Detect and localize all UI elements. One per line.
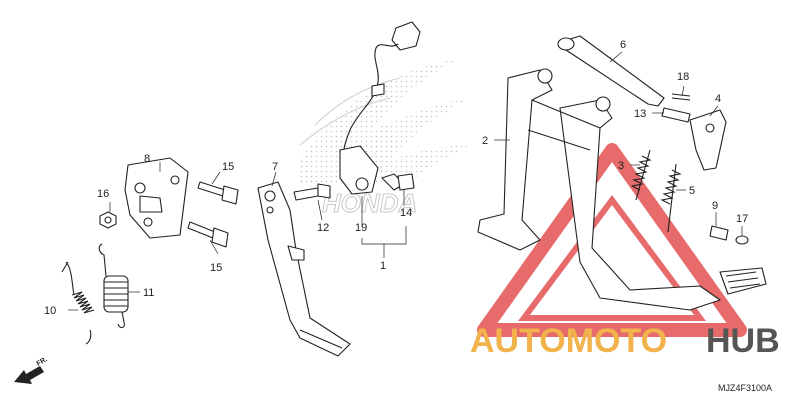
stand-pedal-part: [719, 267, 767, 295]
pivot-bolt-part: [293, 183, 331, 201]
callout-9: 9: [712, 200, 718, 212]
callout-11: 11: [143, 287, 154, 299]
watermark-text: AUTOMOTO HUB: [470, 322, 780, 360]
small-spring-part: [61, 261, 95, 345]
callout-1: 1: [380, 260, 386, 272]
spring-hook-bracket-part: [689, 109, 727, 171]
callout-13: 13: [634, 108, 646, 120]
bolt-part-lower: [187, 221, 229, 248]
main-stand-spring-outer: [660, 163, 682, 233]
callout-18: 18: [677, 71, 689, 83]
callout-5: 5: [689, 185, 695, 197]
callout-6: 6: [620, 39, 626, 51]
callout-15-lower: 15: [210, 262, 222, 274]
washer-part: [735, 235, 749, 245]
callout-14: 14: [400, 207, 412, 219]
callout-4: 4: [715, 93, 721, 105]
nut-part: [99, 211, 117, 229]
watermark-text-left: AUTOMOTO: [470, 322, 667, 360]
leader-lines: [68, 51, 743, 311]
diagram-code: MJZ4F3100A: [718, 383, 772, 393]
side-stand-switch-part: [339, 21, 421, 195]
washer-bolt-part: [709, 225, 729, 241]
bolt-part-upper: [197, 181, 239, 205]
callout-2: 2: [482, 135, 488, 147]
pivot-shaft-part: [557, 35, 665, 107]
main-stand-part: [477, 68, 721, 311]
spring-pin-part: [661, 107, 691, 123]
watermark-text-right: HUB: [706, 322, 780, 360]
callout-15-upper: 15: [222, 161, 234, 173]
callout-16: 16: [97, 188, 109, 200]
watermark-triangle: [477, 143, 747, 337]
callout-7: 7: [272, 161, 278, 173]
front-direction-label: FR.: [36, 356, 49, 368]
callout-3: 3: [618, 160, 624, 172]
switch-bolt-part: [381, 173, 415, 191]
cotter-pin-part: [671, 93, 691, 101]
callout-10: 10: [44, 305, 56, 317]
callout-8: 8: [144, 153, 150, 165]
side-stand-part: [257, 181, 351, 357]
callout-19: 19: [355, 222, 367, 234]
front-direction-arrow: FR.: [14, 356, 49, 384]
callout-17: 17: [736, 213, 748, 225]
large-spring-part: [98, 243, 129, 329]
main-stand-spring-inner: [630, 149, 652, 201]
callout-12: 12: [317, 222, 329, 234]
bracket-part: [124, 157, 189, 239]
